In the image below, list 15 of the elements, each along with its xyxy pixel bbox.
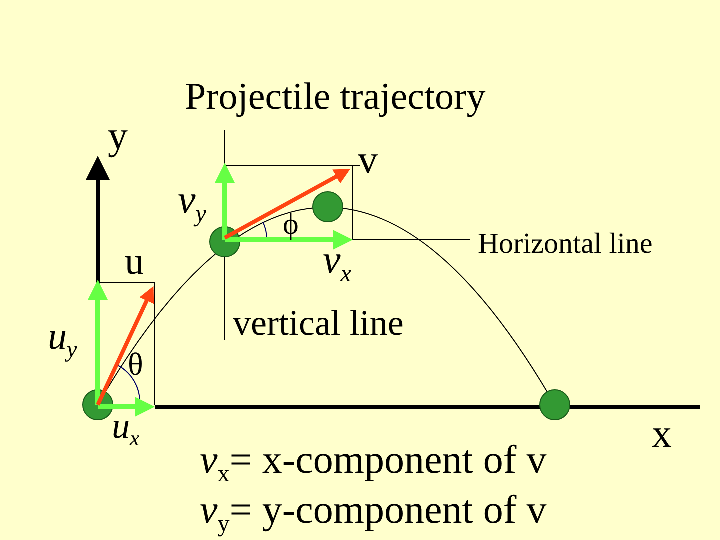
definition-text: v$_{y}$= y-component of v: [200, 490, 547, 536]
vector-label: u$_{x}$: [112, 408, 140, 450]
angle-label: θ: [128, 348, 144, 380]
vector-label: u: [125, 243, 144, 281]
line-label: Horizontal line: [478, 230, 653, 259]
vector-label: v$_{x}$: [323, 240, 352, 286]
axis-label: x: [652, 414, 672, 454]
vector-label: u$_{y}$: [48, 318, 78, 362]
vector-label: v: [358, 140, 378, 180]
axis-label: y: [108, 116, 128, 156]
vector-label: v$_{y}$: [178, 180, 206, 226]
line-label: vertical line: [233, 305, 404, 341]
definition-text: v$_{x}$= x-component of v: [200, 440, 547, 486]
title: Projectile trajectory: [185, 78, 486, 116]
angle-label: ϕ: [283, 210, 299, 240]
